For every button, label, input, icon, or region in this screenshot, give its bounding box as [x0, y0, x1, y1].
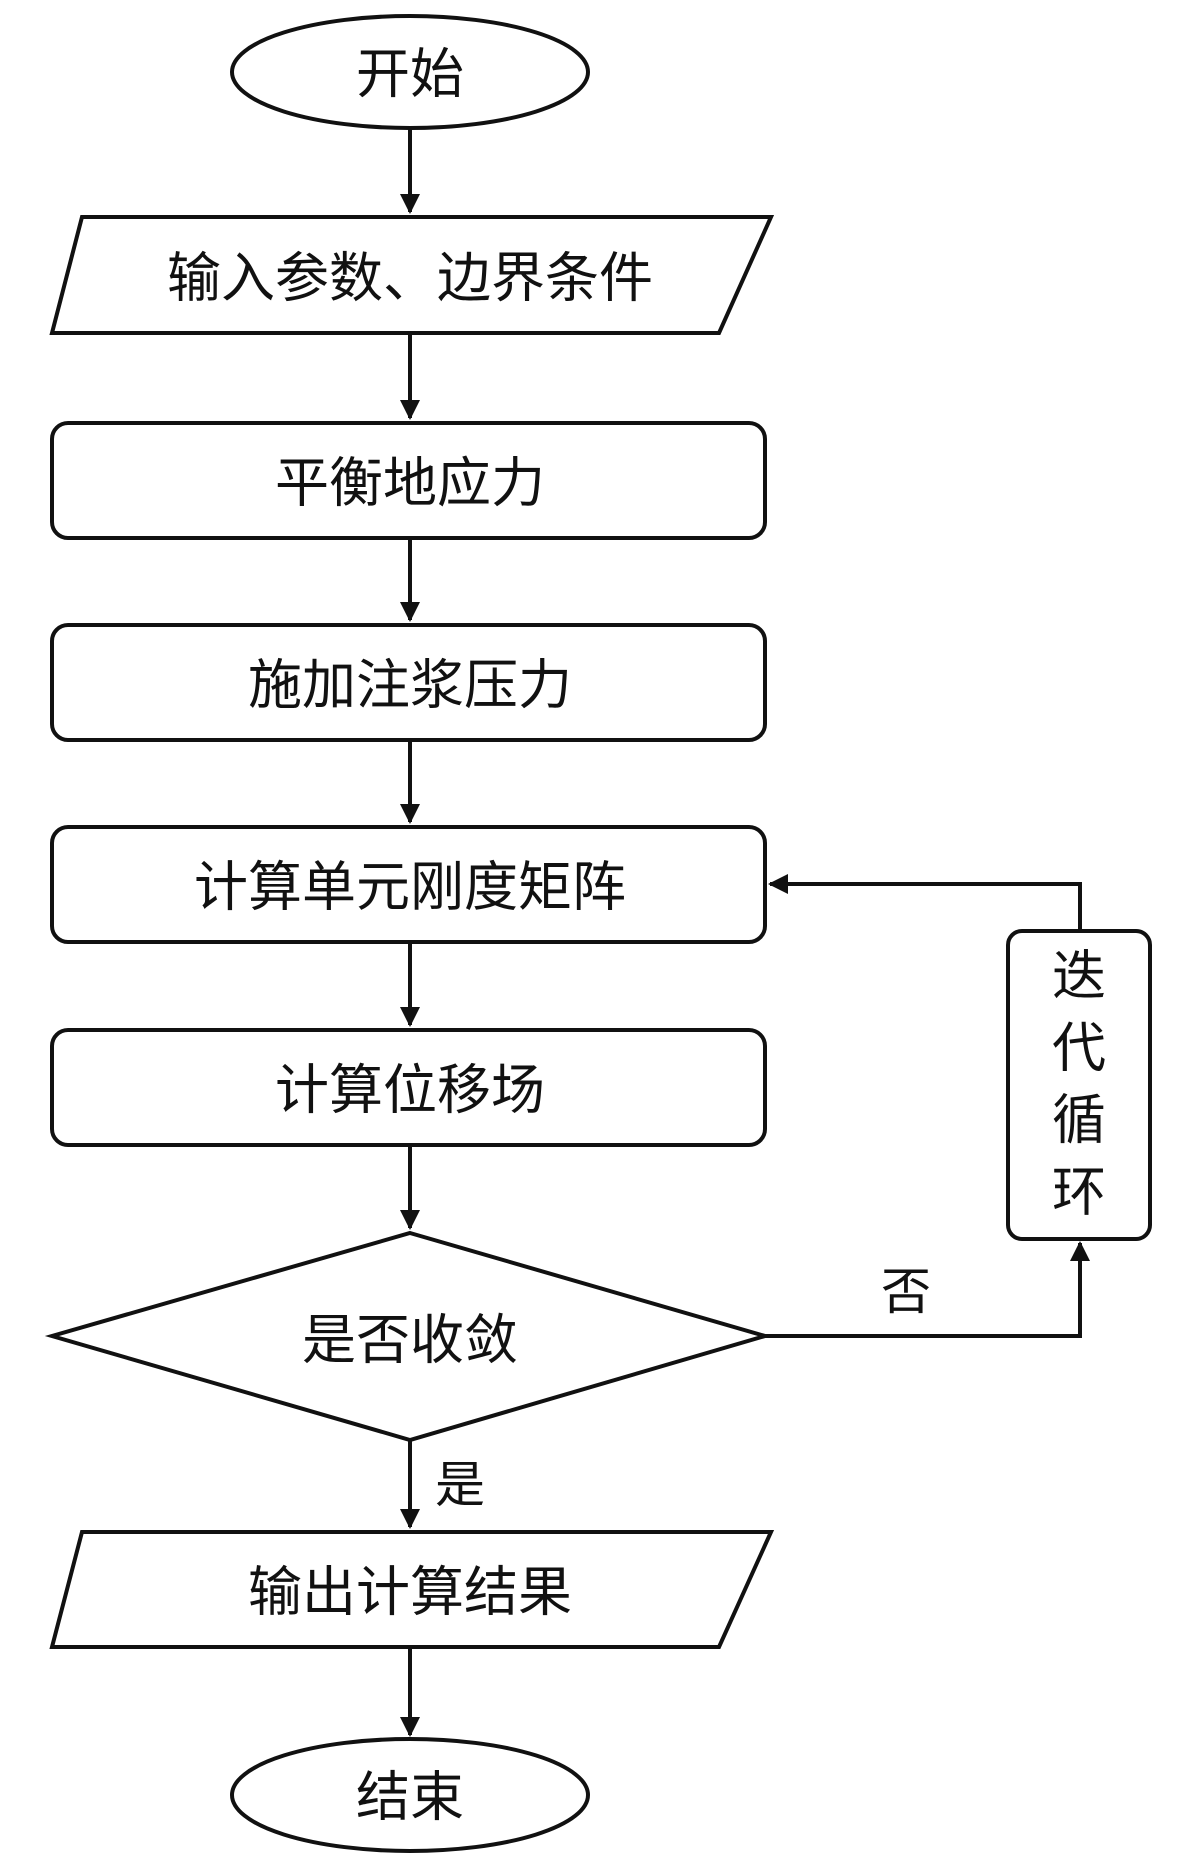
- process-stiffness-matrix: 计算单元刚度矩阵: [50, 825, 767, 944]
- start-label: 开始: [356, 43, 464, 106]
- yes-label: 是: [435, 1456, 485, 1514]
- iteration-loop-node: 迭 代 循 环: [1006, 929, 1152, 1241]
- loop-label-2: 代: [1052, 1017, 1106, 1080]
- end-node: 结束: [230, 1737, 590, 1853]
- loop-label-4: 环: [1052, 1161, 1106, 1224]
- process-grouting-pressure: 施加注浆压力: [50, 623, 767, 742]
- start-node: 开始: [230, 14, 590, 130]
- step3-label: 计算单元刚度矩阵: [194, 856, 626, 919]
- loop-label-1: 迭: [1052, 945, 1106, 1008]
- step1-label: 平衡地应力: [275, 452, 545, 515]
- decision-node: 是否收敛: [44, 1230, 773, 1443]
- decision-label: 是否收敛: [302, 1309, 518, 1372]
- arrow-no-to-loop: [765, 1241, 1090, 1338]
- no-label: 否: [881, 1263, 931, 1321]
- end-label: 结束: [356, 1766, 464, 1829]
- output-label: 输出计算结果: [248, 1561, 572, 1624]
- input-label: 输入参数、边界条件: [167, 247, 653, 310]
- process-displacement-field: 计算位移场: [50, 1028, 767, 1147]
- input-node: 输入参数、边界条件: [49, 215, 775, 335]
- output-node: 输出计算结果: [49, 1530, 775, 1649]
- process-balance-stress: 平衡地应力: [50, 421, 767, 540]
- loop-label-3: 循: [1052, 1089, 1106, 1152]
- step2-label: 施加注浆压力: [248, 654, 572, 717]
- step4-label: 计算位移场: [275, 1059, 545, 1122]
- arrow-loop-to-step3: [768, 874, 1082, 931]
